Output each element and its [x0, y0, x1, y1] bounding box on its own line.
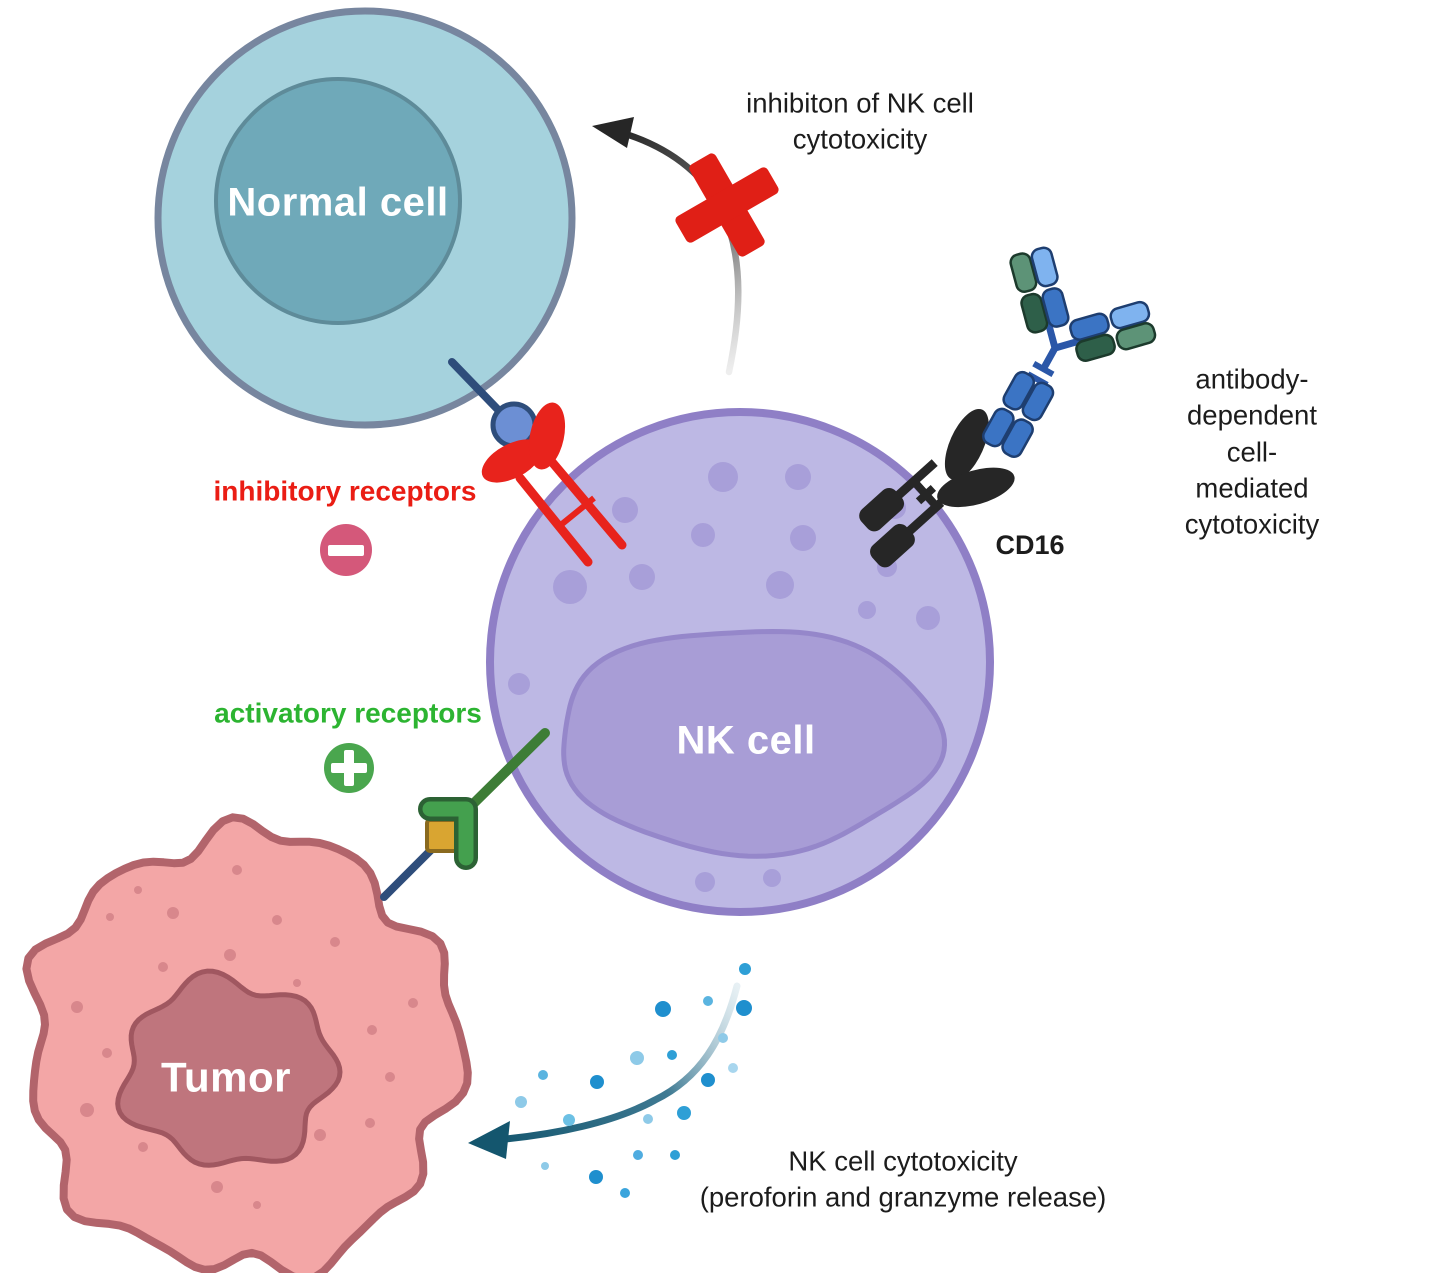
tumor-nucleus — [115, 968, 343, 1168]
cytotoxicity-arrow — [468, 982, 741, 1159]
inhibitory-receptors-label: inhibitory receptors — [213, 475, 477, 507]
granule-dots — [515, 963, 752, 1198]
plus-icon — [324, 743, 374, 793]
blocked-arrow-head — [592, 117, 634, 148]
normal-cell-nucleus — [214, 77, 462, 325]
cytotoxicity-arrow-head — [468, 1121, 510, 1159]
tumor-cell — [22, 813, 472, 1273]
inhibitory-receptor — [481, 402, 627, 567]
inhibitory-ligand — [448, 358, 538, 449]
tumor-cell-label: Tumor — [160, 1053, 292, 1101]
activatory-receptors-label: activatory receptors — [214, 697, 482, 729]
nk-cell-label: NK cell — [676, 718, 816, 763]
activating-ligand — [380, 818, 460, 901]
cd16-receptor-icon — [859, 408, 1015, 568]
adcc-annotation: antibody-dependent cell- mediated cytoto… — [1184, 363, 1320, 540]
normal-cell-label: Normal cell — [227, 180, 449, 225]
x-block-icon — [675, 153, 779, 257]
antibody-icon — [982, 246, 1157, 459]
minus-icon — [320, 524, 372, 576]
activating-receptor — [418, 728, 550, 870]
cd16-label: CD16 — [995, 530, 1065, 561]
nk-nucleus — [561, 628, 948, 859]
blocked-arrow — [592, 117, 779, 376]
cytotoxicity-annotation: NK cell cytotoxicity (peroforin and gran… — [699, 1145, 1107, 1213]
normal-cell — [154, 7, 576, 429]
inhibition-annotation: inhibiton of NK cell cytotoxicity — [746, 87, 974, 155]
